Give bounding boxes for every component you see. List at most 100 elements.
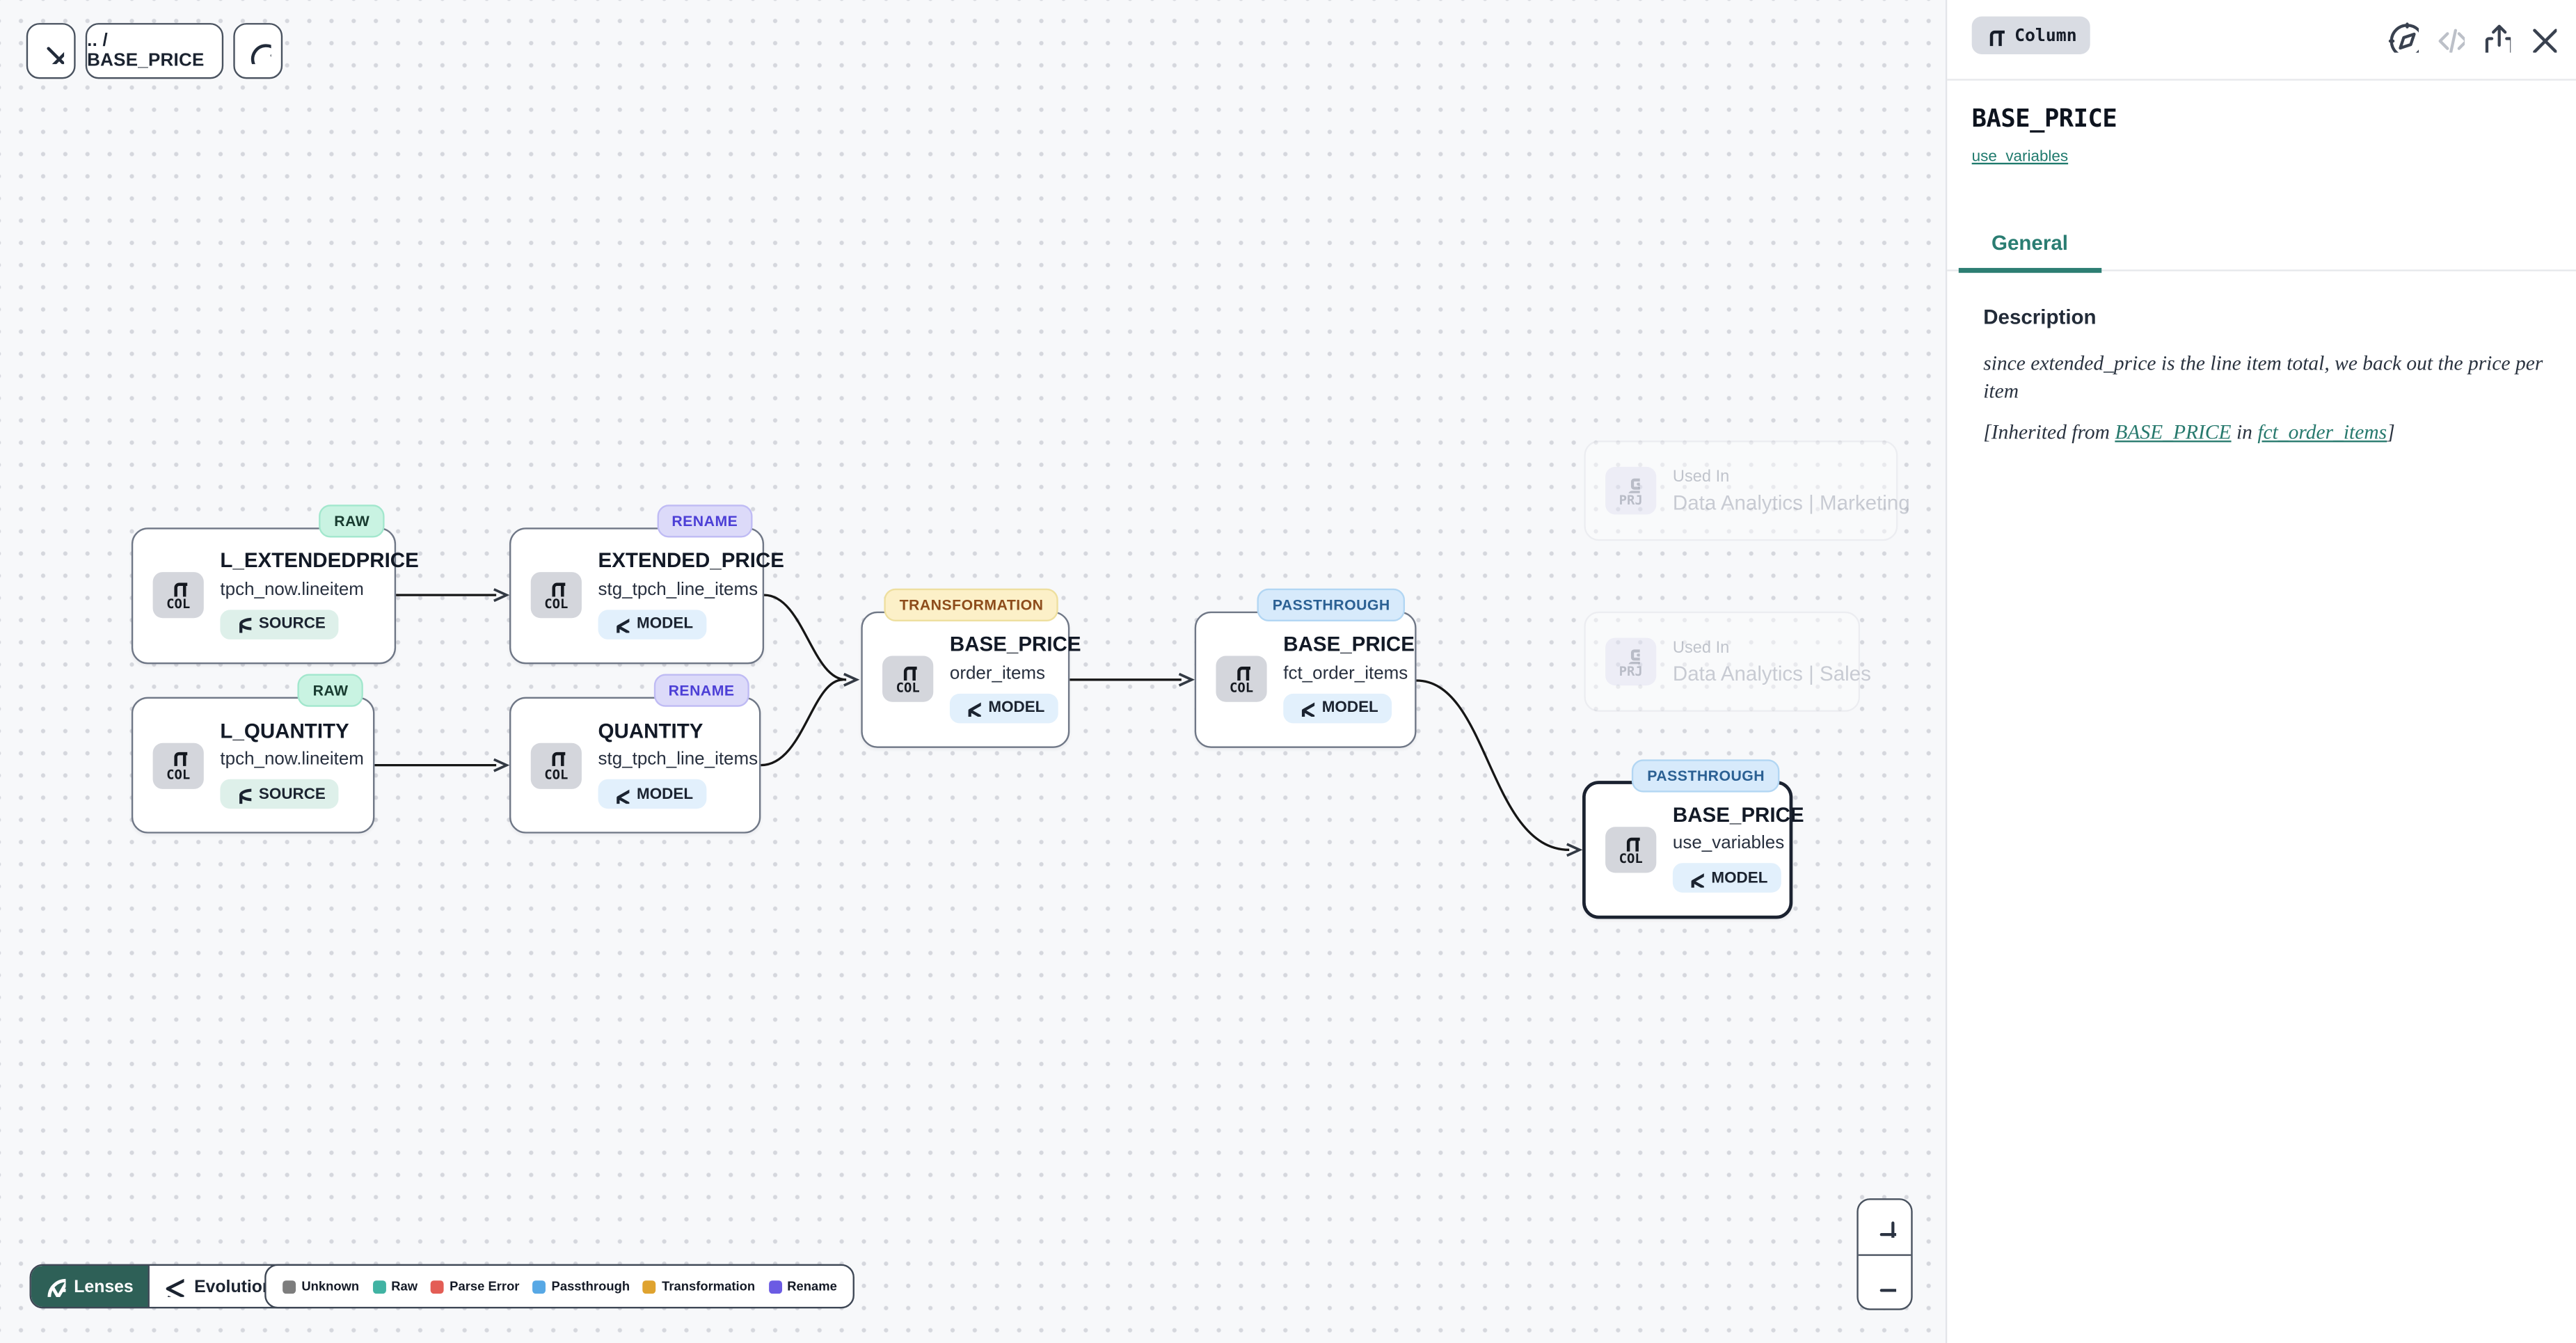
project-kind-box: PRJ [1605, 466, 1657, 515]
node-type-badge: MODEL [949, 693, 1058, 723]
columns-icon [1985, 26, 2005, 45]
database-icon [233, 615, 251, 633]
node-title: QUANTITY [598, 720, 703, 743]
node-type-badge: SOURCE [220, 609, 339, 639]
node-type-label: MODEL [1711, 869, 1768, 888]
kind-label: COL [1229, 681, 1254, 696]
layers-icon [165, 1276, 184, 1296]
inherited-prefix: [Inherited from [1983, 420, 2115, 444]
node-subtitle: fct_order_items [1283, 663, 1408, 683]
lineage-legend: Unknown Raw Parse Error Passthrough Tran… [264, 1264, 855, 1309]
legend-swatch [532, 1280, 546, 1293]
columns-icon [547, 578, 565, 596]
project-icon [1622, 645, 1640, 663]
breadcrumb[interactable]: .. / BASE_PRICE [85, 23, 224, 79]
cube-icon [1686, 869, 1704, 887]
node-type-label: MODEL [637, 614, 694, 633]
used-in-project: Data Analytics | Sales [1672, 661, 1871, 685]
node-base-price-fct-order-items[interactable]: PASSTHROUGH COL BASE_PRICE fct_order_ite… [1194, 587, 1417, 747]
node-subtitle: order_items [949, 663, 1046, 683]
legend-label: Rename [787, 1278, 837, 1294]
zoom-controls [1857, 1198, 1913, 1310]
node-subtitle: tpch_now.lineitem [220, 580, 364, 600]
refresh-icon [246, 39, 270, 63]
node-base-price-use-variables[interactable]: PASSTHROUGH COL BASE_PRICE use_variables… [1582, 758, 1804, 919]
used-in-label: Used In [1672, 468, 1730, 486]
node-type-badge: MODEL [598, 779, 706, 809]
node-title: BASE_PRICE [1283, 633, 1415, 657]
node-quantity[interactable]: RENAME COL QUANTITY stg_tpch_line_items … [509, 674, 761, 834]
aperture-icon [46, 1276, 65, 1296]
legend-item-parse-error: Parse Error [431, 1279, 519, 1294]
panel-title: BASE_PRICE [1971, 103, 2117, 134]
used-in-card-marketing[interactable]: PRJ Used In Data Analytics | Marketing [1584, 440, 1910, 541]
node-subtitle: stg_tpch_line_items [598, 749, 758, 770]
entity-type-badge: Column [1971, 16, 2090, 54]
legend-item-unknown: Unknown [283, 1279, 359, 1294]
node-subtitle: stg_tpch_line_items [598, 580, 758, 600]
inherited-middle: in [2231, 420, 2258, 444]
legend-label: Transformation [662, 1278, 756, 1294]
node-extended-price[interactable]: RENAME COL EXTENDED_PRICE stg_tpch_line_… [509, 504, 784, 664]
lineage-kind-badge: RENAME [653, 674, 749, 707]
node-subtitle: use_variables [1672, 834, 1785, 854]
kind-label: PRJ [1619, 663, 1643, 678]
column-kind-box: COL [1605, 826, 1657, 873]
columns-icon [169, 748, 187, 766]
lineage-kind-badge: RAW [319, 504, 385, 537]
details-panel: Column BASE_PRICE use_variables General … [1945, 0, 2576, 1343]
node-type-badge: SOURCE [220, 779, 339, 809]
node-type-label: SOURCE [258, 785, 326, 804]
inherited-model-link[interactable]: fct_order_items [2257, 420, 2387, 444]
close-graph-button[interactable] [26, 23, 76, 79]
lineage-canvas[interactable]: .. / BASE_PRICE RAW COL L_EXTENDEDPRICE … [0, 0, 1946, 1343]
node-l-extendedprice[interactable]: RAW COL L_EXTENDEDPRICE tpch_now.lineite… [131, 504, 419, 664]
zoom-out-button[interactable] [1859, 1255, 1911, 1309]
lineage-kind-badge: RENAME [657, 504, 753, 537]
share-icon[interactable] [2479, 22, 2511, 53]
node-title: L_QUANTITY [220, 720, 349, 743]
panel-tabs: General [1947, 221, 2576, 272]
tab-general[interactable]: General [1958, 231, 2101, 272]
lineage-kind-badge: TRANSFORMATION [884, 587, 1058, 621]
legend-item-passthrough: Passthrough [532, 1279, 630, 1294]
node-l-quantity[interactable]: RAW COL L_QUANTITY tpch_now.lineitem SOU… [131, 674, 375, 834]
code-icon[interactable] [2433, 22, 2465, 53]
node-type-badge: MODEL [1672, 864, 1781, 893]
legend-item-rename: Rename [768, 1279, 837, 1294]
lenses-button[interactable]: Lenses [31, 1265, 148, 1308]
compass-icon[interactable] [2387, 22, 2419, 53]
legend-item-transformation: Transformation [642, 1278, 756, 1294]
lineage-kind-badge: RAW [298, 674, 363, 707]
legend-swatch [768, 1280, 781, 1293]
used-in-label: Used In [1672, 638, 1730, 657]
model-link[interactable]: use_variables [1971, 148, 2069, 166]
legend-label: Passthrough [551, 1278, 630, 1294]
column-kind-box: COL [1216, 655, 1267, 702]
project-kind-box: PRJ [1605, 637, 1657, 686]
used-in-card-sales[interactable]: PRJ Used In Data Analytics | Sales [1584, 611, 1871, 712]
minus-icon [1873, 1270, 1896, 1293]
lineage-kind-badge: PASSTHROUGH [1632, 758, 1780, 792]
node-title: L_EXTENDEDPRICE [220, 549, 419, 573]
plus-icon [1873, 1215, 1896, 1238]
lenses-label: Lenses [74, 1276, 134, 1296]
inherited-column-link[interactable]: BASE_PRICE [2115, 420, 2232, 444]
columns-icon [547, 748, 565, 766]
close-panel-icon[interactable] [2525, 22, 2557, 53]
columns-icon [169, 578, 187, 596]
inherited-suffix: ] [2387, 420, 2395, 444]
project-icon [1622, 475, 1640, 493]
database-icon [233, 785, 251, 803]
kind-label: COL [896, 681, 920, 696]
column-kind-box: COL [530, 572, 582, 619]
kind-label: COL [544, 767, 569, 782]
node-base-price-order-items[interactable]: TRANSFORMATION COL BASE_PRICE order_item… [861, 587, 1081, 747]
entity-type-label: Column [2014, 25, 2077, 45]
legend-swatch [372, 1280, 385, 1293]
refresh-button[interactable] [233, 23, 283, 79]
description-text: since extended_price is the line item to… [1983, 351, 2543, 403]
legend-label: Raw [391, 1278, 418, 1294]
zoom-in-button[interactable] [1858, 1200, 1911, 1255]
inherited-note: [Inherited from BASE_PRICE in fct_order_… [1983, 420, 2545, 445]
